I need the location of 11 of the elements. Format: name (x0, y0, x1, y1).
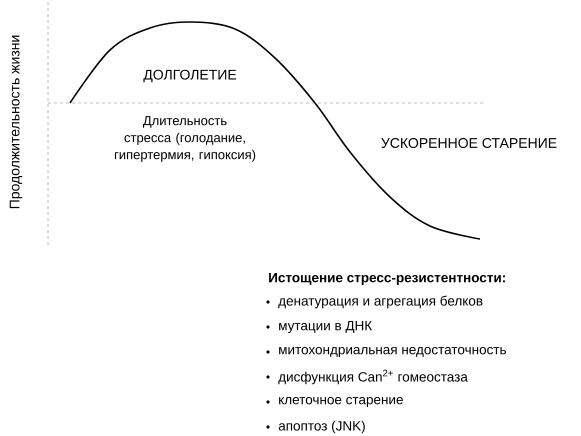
list-item: митохондриальная недостаточность (279, 346, 506, 358)
list-item: клеточное старение (279, 396, 403, 408)
region-label: УСКОРЕННОЕ СТАРЕНИЕ (381, 138, 556, 148)
annotation-text: Длительность стресса (голодание, гипертермия, гипоксия) (114, 116, 256, 162)
list-item: дисфункция Can$^{2+}$ гомеостаза (278, 370, 468, 384)
axis-label: Продолжительность жизни (10, 36, 22, 208)
list-item: апоптоз (JNK) (278, 420, 365, 434)
list-item: денатурация и агрегация белков (278, 296, 482, 308)
list-item: мутации в ДНК (279, 320, 372, 334)
list-heading: Истощение стресс-резистентности: (269, 272, 505, 286)
region-label: ДОЛГОЛЕТИЕ (143, 70, 236, 82)
